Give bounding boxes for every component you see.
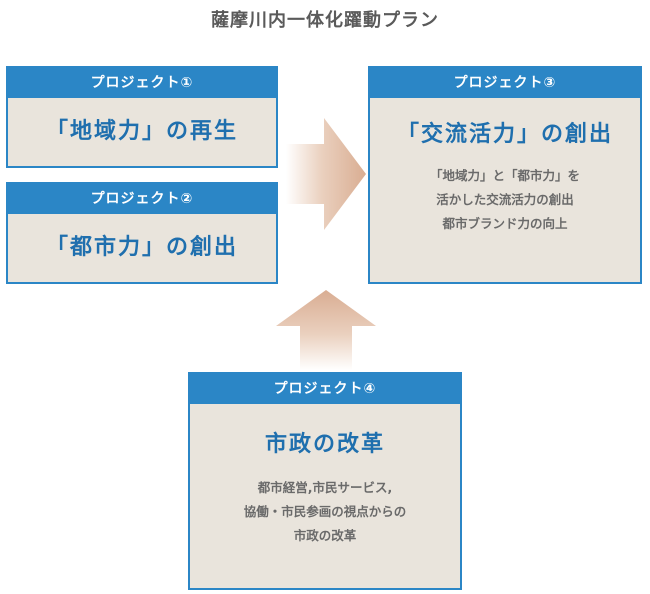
project-3-title: 「交流活力」の創出 — [396, 122, 613, 147]
project-3-header: プロジェクト③ — [370, 68, 640, 98]
project-3-desc-line-1: 「地域力」と「都市力」を — [429, 168, 580, 183]
project-1-title: 「地域力」の再生 — [45, 119, 238, 144]
project-1-card: プロジェクト① 「地域力」の再生 — [6, 66, 278, 168]
project-4-description: 都市経営,市民サービス, 協働・市民参画の視点からの 市政の改革 — [190, 476, 460, 548]
project-2-header: プロジェクト② — [8, 184, 276, 214]
diagram-title: 薩摩川内一体化躍動プラン — [211, 10, 439, 31]
project-4-desc-line-3: 市政の改革 — [293, 528, 357, 543]
project-3-desc-line-3: 都市ブランド力の向上 — [442, 216, 568, 231]
project-1-header: プロジェクト① — [8, 68, 276, 98]
project-2-card: プロジェクト② 「都市力」の創出 — [6, 182, 278, 284]
project-3-description: 「地域力」と「都市力」を 活かした交流活力の創出 都市ブランド力の向上 — [370, 164, 640, 236]
right-arrow-icon — [286, 118, 366, 230]
project-3-desc-line-2: 活かした交流活力の創出 — [436, 192, 574, 207]
project-2-title: 「都市力」の創出 — [45, 235, 238, 260]
project-3-card: プロジェクト③ 「交流活力」の創出 「地域力」と「都市力」を 活かした交流活力の… — [368, 66, 642, 284]
project-4-title: 市政の改革 — [264, 432, 385, 457]
project-4-card: プロジェクト④ 市政の改革 都市経営,市民サービス, 協働・市民参画の視点からの… — [188, 372, 462, 590]
up-arrow-icon — [276, 290, 376, 370]
project-4-desc-line-1: 都市経営,市民サービス, — [257, 480, 393, 495]
project-4-desc-line-2: 協働・市民参画の視点からの — [243, 504, 407, 519]
project-4-header: プロジェクト④ — [190, 374, 460, 404]
